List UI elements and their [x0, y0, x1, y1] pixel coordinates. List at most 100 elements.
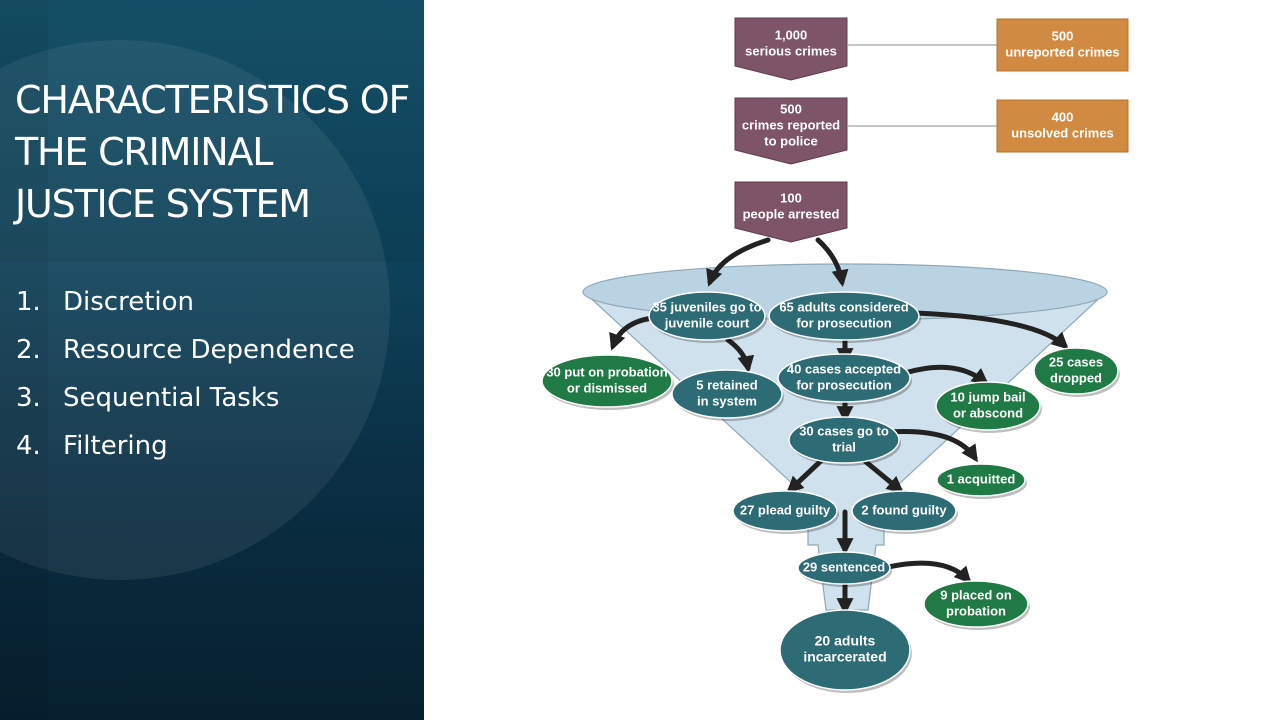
- node-sentenced-shape: [797, 551, 891, 585]
- arrow-to-probation-dismissed: [609, 315, 656, 351]
- node-plead-guilty: 27 plead guilty: [732, 490, 839, 534]
- box-people-arrested-shape: [734, 181, 848, 243]
- node-found-guilty: 2 found guilty: [851, 490, 958, 534]
- node-accepted-label: 40 cases accepted: [787, 361, 901, 376]
- box-unsolved-crimes-label: 400: [1052, 109, 1074, 124]
- node-acquitted: 1 acquitted: [936, 463, 1027, 499]
- node-bail-label: 10 jump bail: [950, 389, 1025, 404]
- slide-title: CHARACTERISTICS OF THE CRIMINAL JUSTICE …: [15, 78, 410, 226]
- item-number: 4.: [16, 431, 41, 461]
- item-number: 2.: [16, 335, 41, 365]
- panel-band: [0, 0, 424, 262]
- arrow-layer: [609, 237, 1069, 616]
- box-serious-crimes-label: 1,000: [775, 27, 808, 42]
- box-crimes-reported-label: 500: [780, 101, 802, 116]
- node-trial-shape: [788, 416, 900, 464]
- box-unsolved-crimes-shape: [996, 99, 1129, 153]
- node-found-guilty-shape: [851, 490, 957, 532]
- list-item: 2. Resource Dependence: [16, 326, 355, 374]
- connector-layer: [848, 44, 997, 127]
- node-juveniles-shape: [648, 291, 766, 341]
- node-dropped-shape: [1033, 347, 1119, 395]
- box-unreported-crimes-label: unreported crimes: [1005, 44, 1119, 59]
- box-crimes-reported-shape: [734, 97, 848, 165]
- node-probation-dismissed-label: 30 put on probation: [546, 364, 667, 379]
- node-sentenced: 29 sentenced: [797, 551, 892, 587]
- box-unsolved-crimes-label: unsolved crimes: [1011, 125, 1114, 140]
- box-people-arrested-label: 100: [780, 190, 802, 205]
- box-serious-crimes-shape: [734, 17, 848, 81]
- arrow-to-adults: [815, 237, 849, 288]
- title-panel: CHARACTERISTICS OF THE CRIMINAL JUSTICE …: [0, 0, 424, 720]
- node-trial-label: trial: [832, 439, 856, 454]
- item-label: Discretion: [63, 287, 195, 317]
- node-adults-label: 65 adults considered: [779, 299, 908, 314]
- node-retained-label: in system: [697, 393, 757, 408]
- node-juveniles-label: 35 juveniles go to: [652, 299, 761, 314]
- node-trial-label: 30 cases go to: [799, 423, 889, 438]
- arrow-to-acquitted: [887, 429, 978, 463]
- node-juveniles-label: juvenile court: [664, 315, 750, 330]
- node-incarcerated-label: 20 adults: [815, 633, 876, 649]
- list-item: 4. Filtering: [16, 422, 355, 470]
- item-number: 1.: [16, 287, 41, 317]
- node-dropped-label: dropped: [1050, 370, 1102, 385]
- point-list: 1. Discretion 2. Resource Dependence 3. Seq…: [16, 278, 355, 470]
- node-adults-shape: [768, 291, 920, 341]
- panel-stripe: [0, 0, 48, 720]
- node-placed-on-probation-label: probation: [946, 603, 1006, 618]
- node-acquitted-shape: [936, 463, 1026, 497]
- arrow-to-retained: [725, 337, 755, 374]
- box-serious-crimes-label: serious crimes: [745, 43, 837, 58]
- arrow-to-juveniles: [706, 237, 771, 287]
- arrow-to-found-guilty: [857, 454, 904, 494]
- arrow-to-plead-guilty: [786, 454, 828, 494]
- item-label: Resource Dependence: [63, 335, 355, 365]
- item-number: 3.: [16, 383, 41, 413]
- arrow-to-dropped: [912, 310, 1069, 350]
- box-crimes-reported-label: to police: [764, 133, 817, 148]
- box-crimes-reported-label: crimes reported: [742, 117, 840, 132]
- node-retained-label: 5 retained: [696, 377, 757, 392]
- arrow-to-bail: [902, 364, 989, 386]
- node-sentenced-label: 29 sentenced: [803, 559, 885, 574]
- node-dropped-label: 25 cases: [1049, 354, 1103, 369]
- node-incarcerated-label: incarcerated: [803, 649, 886, 665]
- box-people-arrested-label: people arrested: [743, 206, 840, 221]
- node-bail-label: or abscond: [953, 405, 1023, 420]
- node-incarcerated-shape: [779, 609, 911, 691]
- node-placed-on-probation-shape: [923, 580, 1029, 628]
- arrow-to-probation: [885, 560, 972, 584]
- node-placed-on-probation-label: 9 placed on: [940, 587, 1012, 602]
- node-plead-guilty-label: 27 plead guilty: [740, 502, 831, 517]
- node-retained-shape: [671, 369, 783, 419]
- list-item: 3. Sequential Tasks: [16, 374, 355, 422]
- node-probation-dismissed-label: or dismissed: [567, 380, 647, 395]
- node-bail-shape: [935, 381, 1041, 431]
- list-item: 1. Discretion: [16, 278, 355, 326]
- item-label: Sequential Tasks: [63, 383, 280, 413]
- node-found-guilty-label: 2 found guilty: [861, 502, 947, 517]
- node-accepted-shape: [777, 353, 911, 403]
- node-adults-label: for prosecution: [796, 315, 891, 330]
- box-unreported-crimes-shape: [996, 18, 1129, 72]
- node-accepted-label: for prosecution: [796, 377, 891, 392]
- node-acquitted-label: 1 acquitted: [947, 471, 1016, 486]
- item-label: Filtering: [63, 431, 168, 461]
